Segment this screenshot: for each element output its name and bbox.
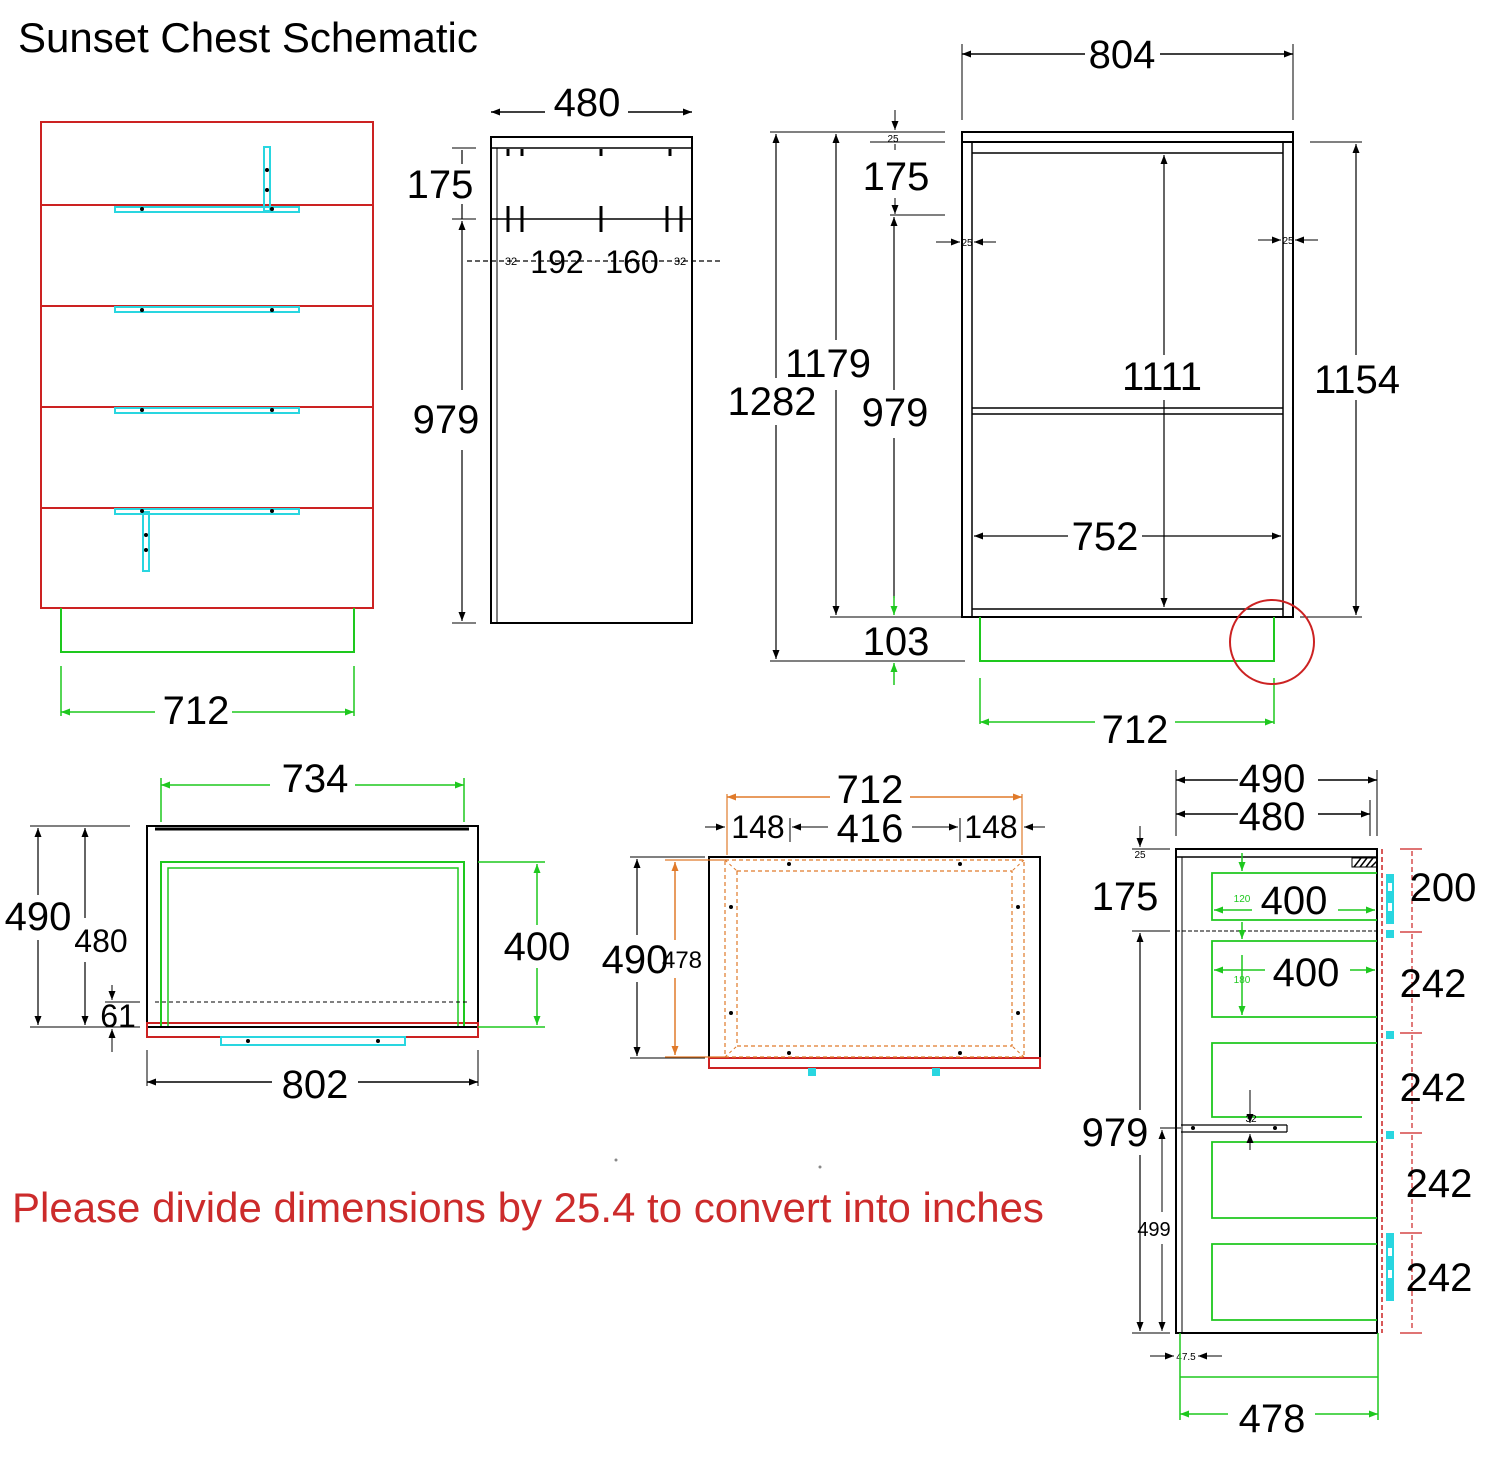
back-inner-width: 752: [1072, 515, 1139, 559]
section-depth: 490: [1239, 757, 1306, 801]
front-view: 712: [40, 121, 374, 733]
section-lower: 499: [1137, 1219, 1170, 1241]
back-view: 804 25 175 1282 1179 979 103 111: [728, 33, 1401, 752]
section-drawer-height-2: 242: [1400, 962, 1467, 1006]
back-total-height: 1282: [728, 380, 817, 424]
section-drawer-2: 400: [1273, 951, 1340, 995]
back-side-height: 1154: [1314, 358, 1400, 402]
top2-side-left: 148: [731, 809, 784, 845]
top-view-2: 712 148 416 148 490 478: [602, 768, 1045, 1076]
top1-depth: 490: [5, 895, 72, 939]
section-drawer-1: 400: [1261, 879, 1328, 923]
side-width: 480: [554, 81, 621, 125]
back-plinth: 103: [863, 620, 930, 664]
section-drawer-height-5: 242: [1406, 1256, 1473, 1300]
section-carcass: 979: [1082, 1111, 1149, 1155]
back-side-left: 25: [961, 238, 973, 249]
schematic-title: Sunset Chest Schematic: [18, 14, 478, 61]
side-holes-b: 160: [605, 244, 658, 280]
section-bottom-width: 478: [1239, 1397, 1306, 1441]
side-carcass: 979: [413, 398, 480, 442]
top2-depth: 490: [602, 938, 669, 982]
section-inner-depth: 480: [1239, 795, 1306, 839]
side-holes-a: 192: [530, 244, 583, 280]
detail-circle: [1229, 599, 1315, 685]
section-drawer-height-3: 242: [1400, 1066, 1467, 1110]
back-inner-height: 1179: [785, 342, 871, 386]
back-top-height: 175: [863, 155, 930, 199]
top1-drawer-depth: 400: [504, 925, 571, 969]
top2-width: 712: [837, 768, 904, 812]
section-small-2: 180: [1234, 975, 1251, 986]
top2-center: 416: [837, 807, 904, 851]
top2-inner-depth: 478: [662, 947, 702, 974]
section-foot: 47.5: [1176, 1352, 1196, 1363]
section-view: 32: [1082, 757, 1477, 1441]
drawer-handles: [114, 146, 300, 572]
front-base-width: 712: [163, 689, 230, 733]
section-drawer-height-1: 200: [1410, 866, 1477, 910]
back-base-width: 712: [1102, 708, 1169, 752]
section-top: 175: [1092, 875, 1159, 919]
back-side-right: 25: [1282, 236, 1294, 247]
back-carcass: 979: [862, 391, 929, 435]
top-view-1: 734 490 480 61 400 802: [5, 757, 571, 1107]
section-bracket: 32: [1245, 1114, 1257, 1125]
top1-inner-width: 734: [282, 757, 349, 801]
top2-side-right: 148: [964, 809, 1017, 845]
back-top-thickness: 25: [887, 134, 899, 145]
scan-specks: [614, 1158, 822, 1169]
side-view: 480 175 979 192 160 32 32: [407, 81, 722, 624]
conversion-note: Please divide dimensions by 25.4 to conv…: [12, 1184, 1044, 1231]
top1-width: 802: [282, 1063, 349, 1107]
side-small-left: 32: [505, 256, 517, 268]
top1-offset: 61: [100, 998, 136, 1034]
section-small-1: 120: [1234, 894, 1251, 905]
section-top-thickness: 25: [1134, 850, 1146, 861]
section-drawer-height-4: 242: [1406, 1162, 1473, 1206]
top1-inner-depth: 480: [74, 923, 127, 959]
side-small-right: 32: [674, 256, 686, 268]
side-top: 175: [407, 163, 474, 207]
back-center-height: 1111: [1122, 355, 1202, 399]
back-width: 804: [1089, 33, 1156, 77]
